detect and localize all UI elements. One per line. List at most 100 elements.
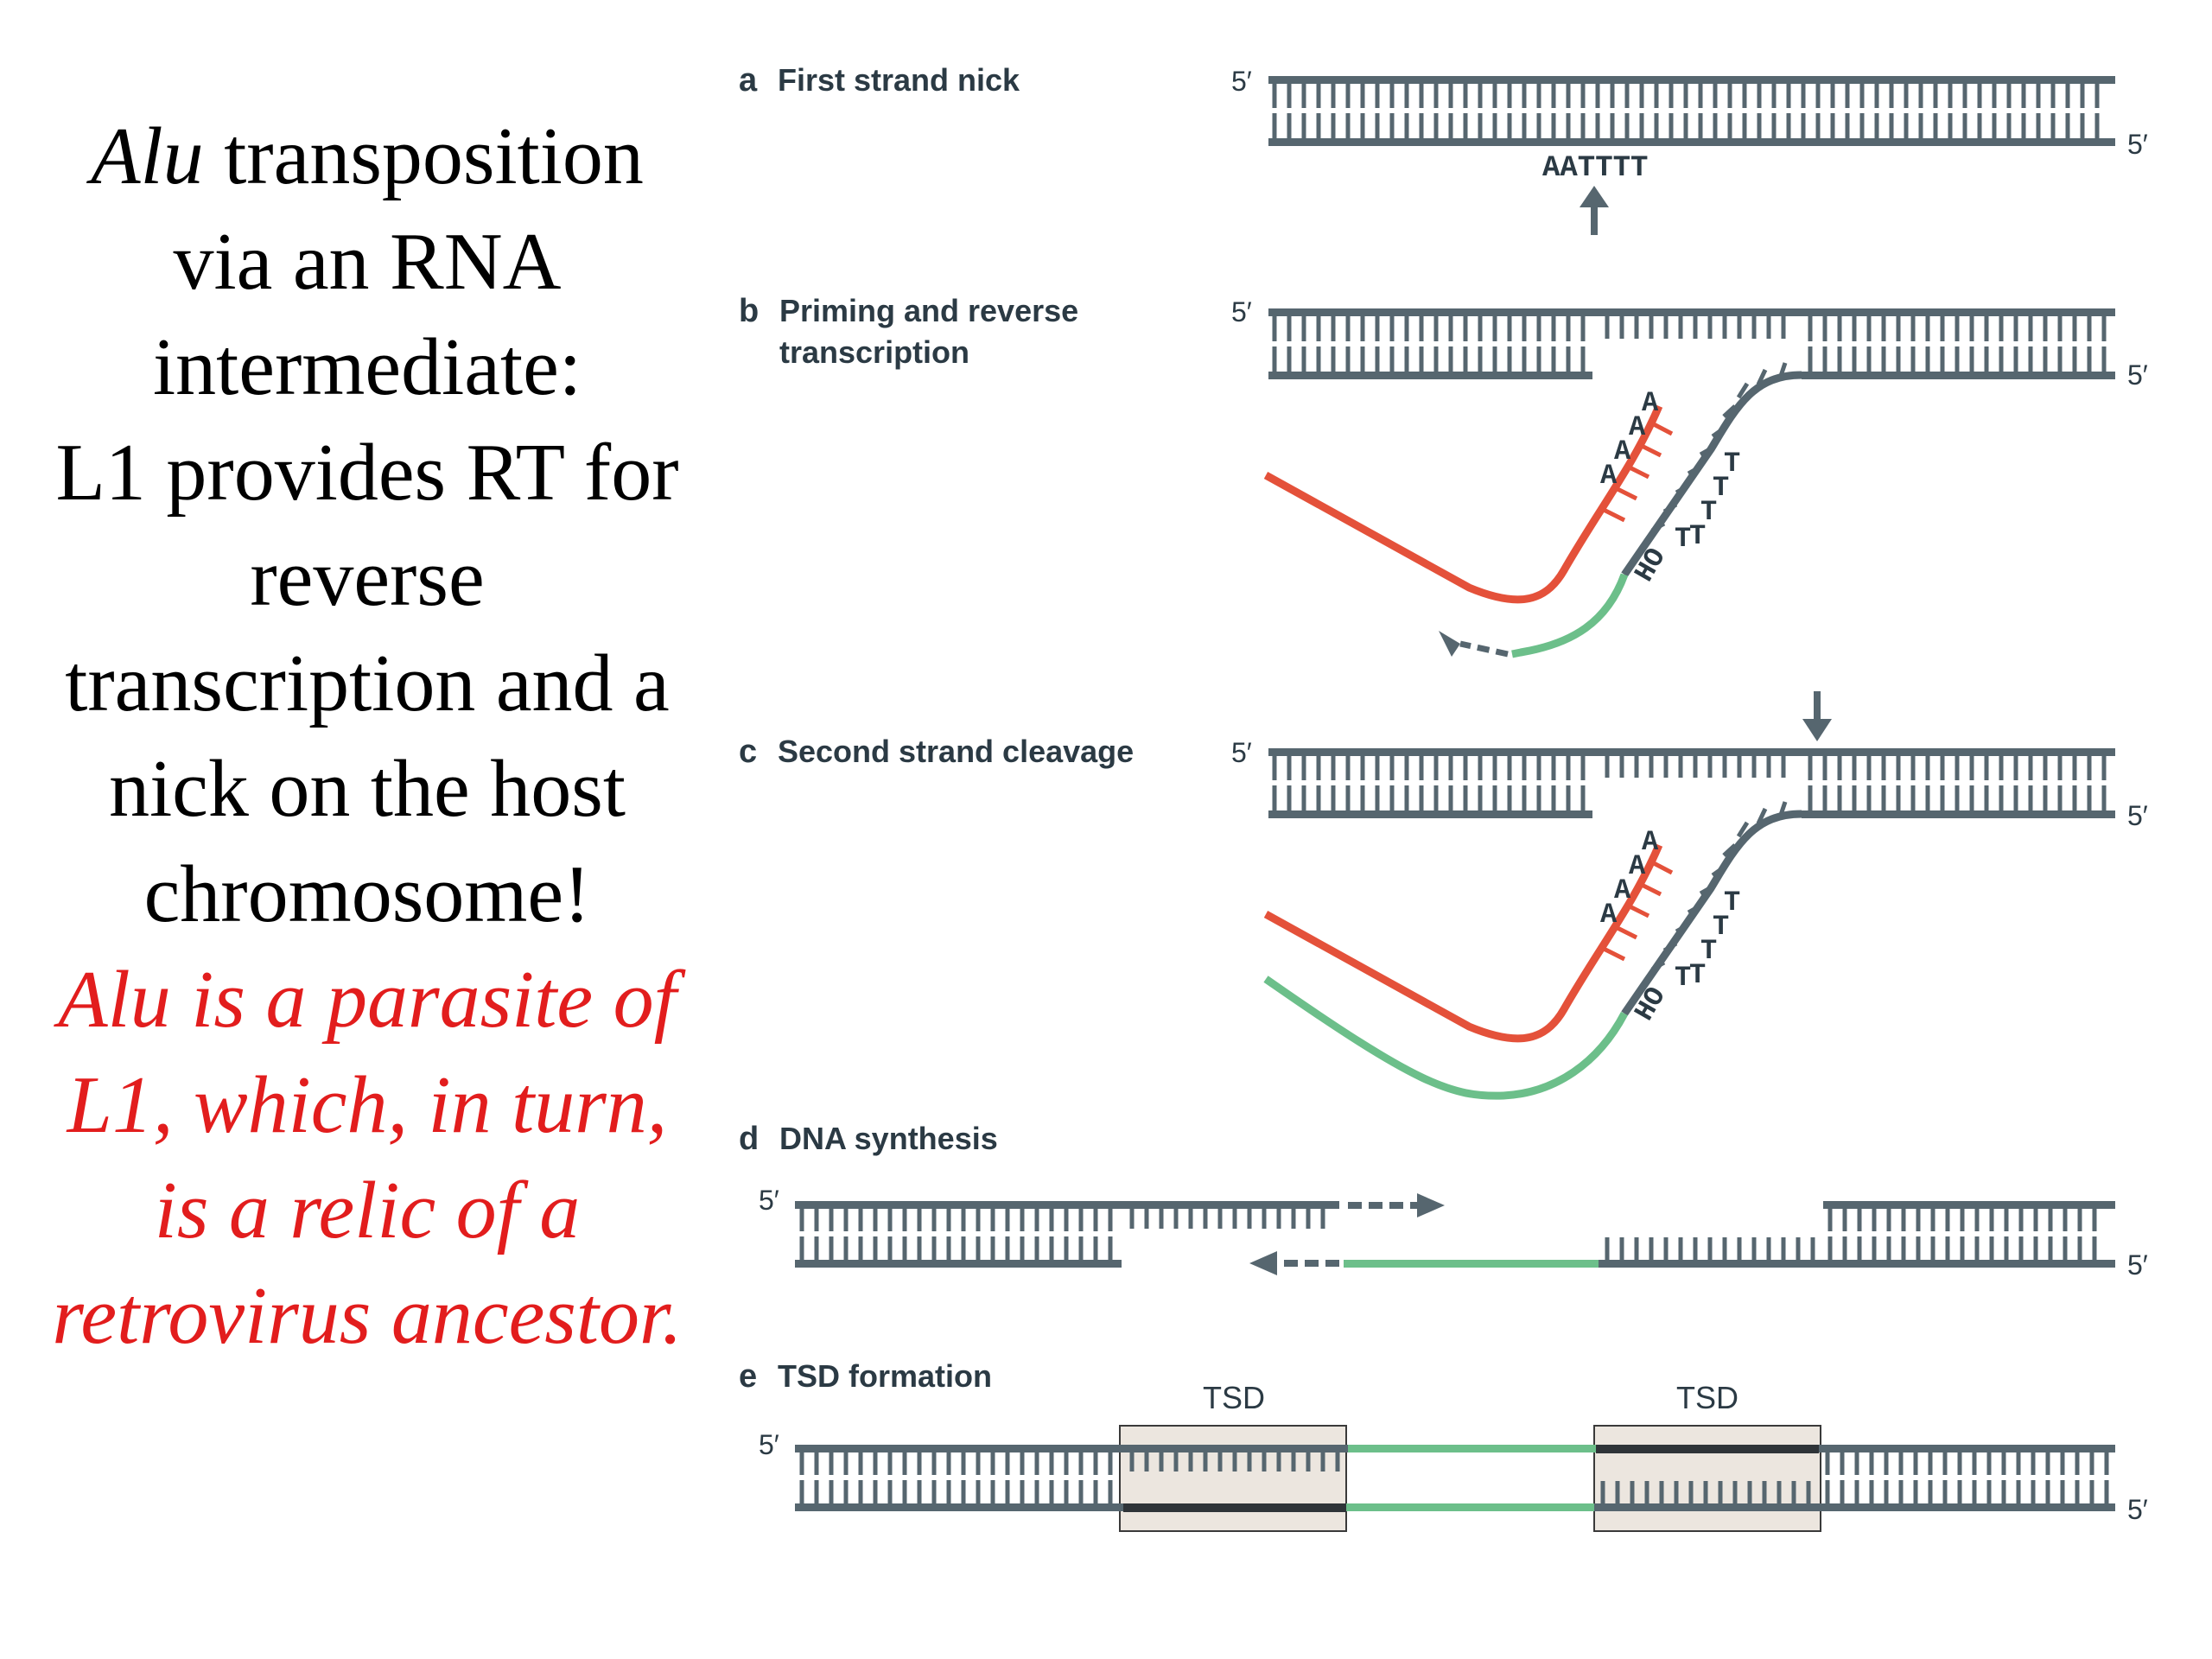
poly-a-base: A bbox=[1642, 826, 1659, 858]
base-tick bbox=[1699, 445, 1714, 457]
poly-t-base: T bbox=[1700, 935, 1717, 967]
base-tick bbox=[1650, 960, 1666, 972]
base-pair-ticks-right bbox=[1808, 756, 2107, 810]
bent-strand-ticks bbox=[1650, 801, 1788, 972]
hydroxyl-label: HO bbox=[1629, 982, 1673, 1027]
polya-tick bbox=[1602, 946, 1626, 962]
five-prime-label: 5′ bbox=[1231, 737, 1252, 768]
base-pair-ticks-left-top bbox=[1129, 1209, 1325, 1229]
title-line-8: chromosome! bbox=[143, 849, 591, 939]
base-pair-ticks-left bbox=[799, 1209, 1113, 1260]
base-tick bbox=[1662, 502, 1678, 514]
poly-a-base: A bbox=[1600, 899, 1618, 931]
poly-t-base: T bbox=[1700, 496, 1717, 528]
alu-italic: Alu bbox=[91, 111, 204, 201]
tsd-right-top-dark bbox=[1596, 1445, 1819, 1453]
panel-e: e TSD formation TSD TSD 5′ 5′ bbox=[739, 1358, 2148, 1532]
poly-t-base: T bbox=[1713, 911, 1729, 943]
base-tick bbox=[1756, 368, 1768, 386]
title-line-4: L1 provides RT for bbox=[55, 428, 679, 518]
host-bottom-strand-bent bbox=[1621, 371, 1802, 577]
cleavage-arrow-icon bbox=[1802, 719, 1832, 741]
polya-tick bbox=[1626, 464, 1650, 480]
base-pair-ticks-right bbox=[1808, 316, 2107, 372]
base-pair-ticks-right-bottom bbox=[1605, 1237, 1815, 1260]
base-pair-ticks-left bbox=[1272, 756, 1586, 810]
red-line-1: Alu is a parasite of bbox=[58, 955, 677, 1045]
five-prime-label: 5′ bbox=[1231, 66, 1252, 97]
hydroxyl-label: HO bbox=[1629, 543, 1673, 588]
poly-a-ticks bbox=[1602, 421, 1674, 523]
cdna-strand bbox=[1344, 1260, 1599, 1268]
panel-a: a First strand nick 5′ 5′ AATTTT bbox=[739, 62, 2148, 235]
five-prime-label: 5′ bbox=[1231, 296, 1252, 327]
poly-t-base: T bbox=[1689, 520, 1706, 552]
title-line-7: nick on the host bbox=[109, 744, 626, 834]
polya-tick bbox=[1626, 903, 1650, 918]
panel-b-title-line-2: transcription bbox=[779, 334, 969, 370]
poly-a-base: A bbox=[1629, 411, 1646, 443]
five-prime-label: 5′ bbox=[2127, 800, 2148, 831]
target-site-sequence: AATTTT bbox=[1542, 152, 1648, 185]
title-line-2: via an RNA bbox=[173, 217, 562, 307]
base-tick bbox=[1736, 821, 1750, 838]
panel-e-letter: e bbox=[739, 1358, 757, 1395]
tsd-label-right: TSD bbox=[1676, 1380, 1738, 1415]
base-pair-ticks-tsd-left bbox=[1129, 1452, 1340, 1471]
title-line-1-rest: transposition bbox=[203, 111, 644, 201]
base-tick bbox=[1777, 362, 1788, 379]
red-line-4: retrovirus ancestor. bbox=[52, 1271, 683, 1361]
base-tick bbox=[1722, 404, 1737, 418]
top-strand bbox=[1268, 308, 2115, 316]
poly-t-base: T bbox=[1713, 472, 1729, 504]
base-tick bbox=[1662, 941, 1678, 953]
right-top-strand bbox=[1823, 1201, 2115, 1209]
five-prime-label: 5′ bbox=[759, 1185, 779, 1216]
poly-a-ticks bbox=[1602, 860, 1674, 962]
five-prime-label: 5′ bbox=[2127, 1249, 2148, 1281]
panel-d-title: DNA synthesis bbox=[779, 1121, 998, 1156]
tsd-left-bottom-dark bbox=[1123, 1503, 1346, 1512]
base-pair-ticks-gap bbox=[1605, 756, 1786, 778]
panel-b-letter: b bbox=[739, 293, 759, 329]
poly-a-base: A bbox=[1600, 460, 1618, 492]
poly-a-base: A bbox=[1642, 387, 1659, 419]
nick-arrow-icon bbox=[1580, 186, 1609, 207]
panel-e-title: TSD formation bbox=[778, 1358, 992, 1394]
base-tick bbox=[1675, 483, 1690, 495]
base-tick bbox=[1777, 801, 1788, 818]
insert-bottom-strand bbox=[1346, 1503, 1594, 1511]
left-top-strand bbox=[795, 1201, 1339, 1209]
right-bottom-strand bbox=[1599, 1260, 2115, 1268]
base-tick bbox=[1736, 382, 1750, 399]
rt-direction-dashes bbox=[1459, 640, 1509, 658]
panel-c-title: Second strand cleavage bbox=[778, 734, 1134, 769]
polya-tick bbox=[1614, 925, 1638, 940]
polya-tick bbox=[1638, 881, 1662, 897]
tsd-label-left: TSD bbox=[1203, 1380, 1265, 1415]
base-pair-ticks bbox=[1272, 84, 2100, 138]
poly-t-base: T bbox=[1724, 887, 1740, 918]
base-pair-ticks-gap bbox=[1605, 316, 1786, 339]
five-prime-label: 5′ bbox=[759, 1429, 779, 1460]
panel-c-letter: c bbox=[739, 734, 757, 770]
polya-tick bbox=[1638, 442, 1662, 458]
description-text: Alu transposition via an RNA intermediat… bbox=[0, 104, 734, 1369]
top-strand bbox=[1268, 748, 2115, 756]
right-bottom-strand bbox=[1594, 1503, 2115, 1511]
base-tick bbox=[1675, 922, 1690, 934]
base-tick bbox=[1756, 807, 1768, 825]
base-tick bbox=[1711, 864, 1726, 878]
left-bottom-strand bbox=[795, 1503, 1123, 1511]
host-bottom-strand-bent bbox=[1621, 810, 1802, 1016]
red-line-2: L1, which, in turn, bbox=[67, 1060, 668, 1150]
insert-top-strand bbox=[1348, 1445, 1596, 1452]
base-pair-ticks-right bbox=[1827, 1209, 2097, 1260]
polya-tick bbox=[1650, 860, 1674, 875]
title-line-5: reverse bbox=[250, 533, 485, 623]
title-line-3: intermediate: bbox=[153, 322, 582, 412]
base-tick bbox=[1687, 903, 1702, 915]
five-prime-label: 5′ bbox=[2127, 1494, 2148, 1525]
cdna-strand bbox=[1263, 976, 1628, 1100]
